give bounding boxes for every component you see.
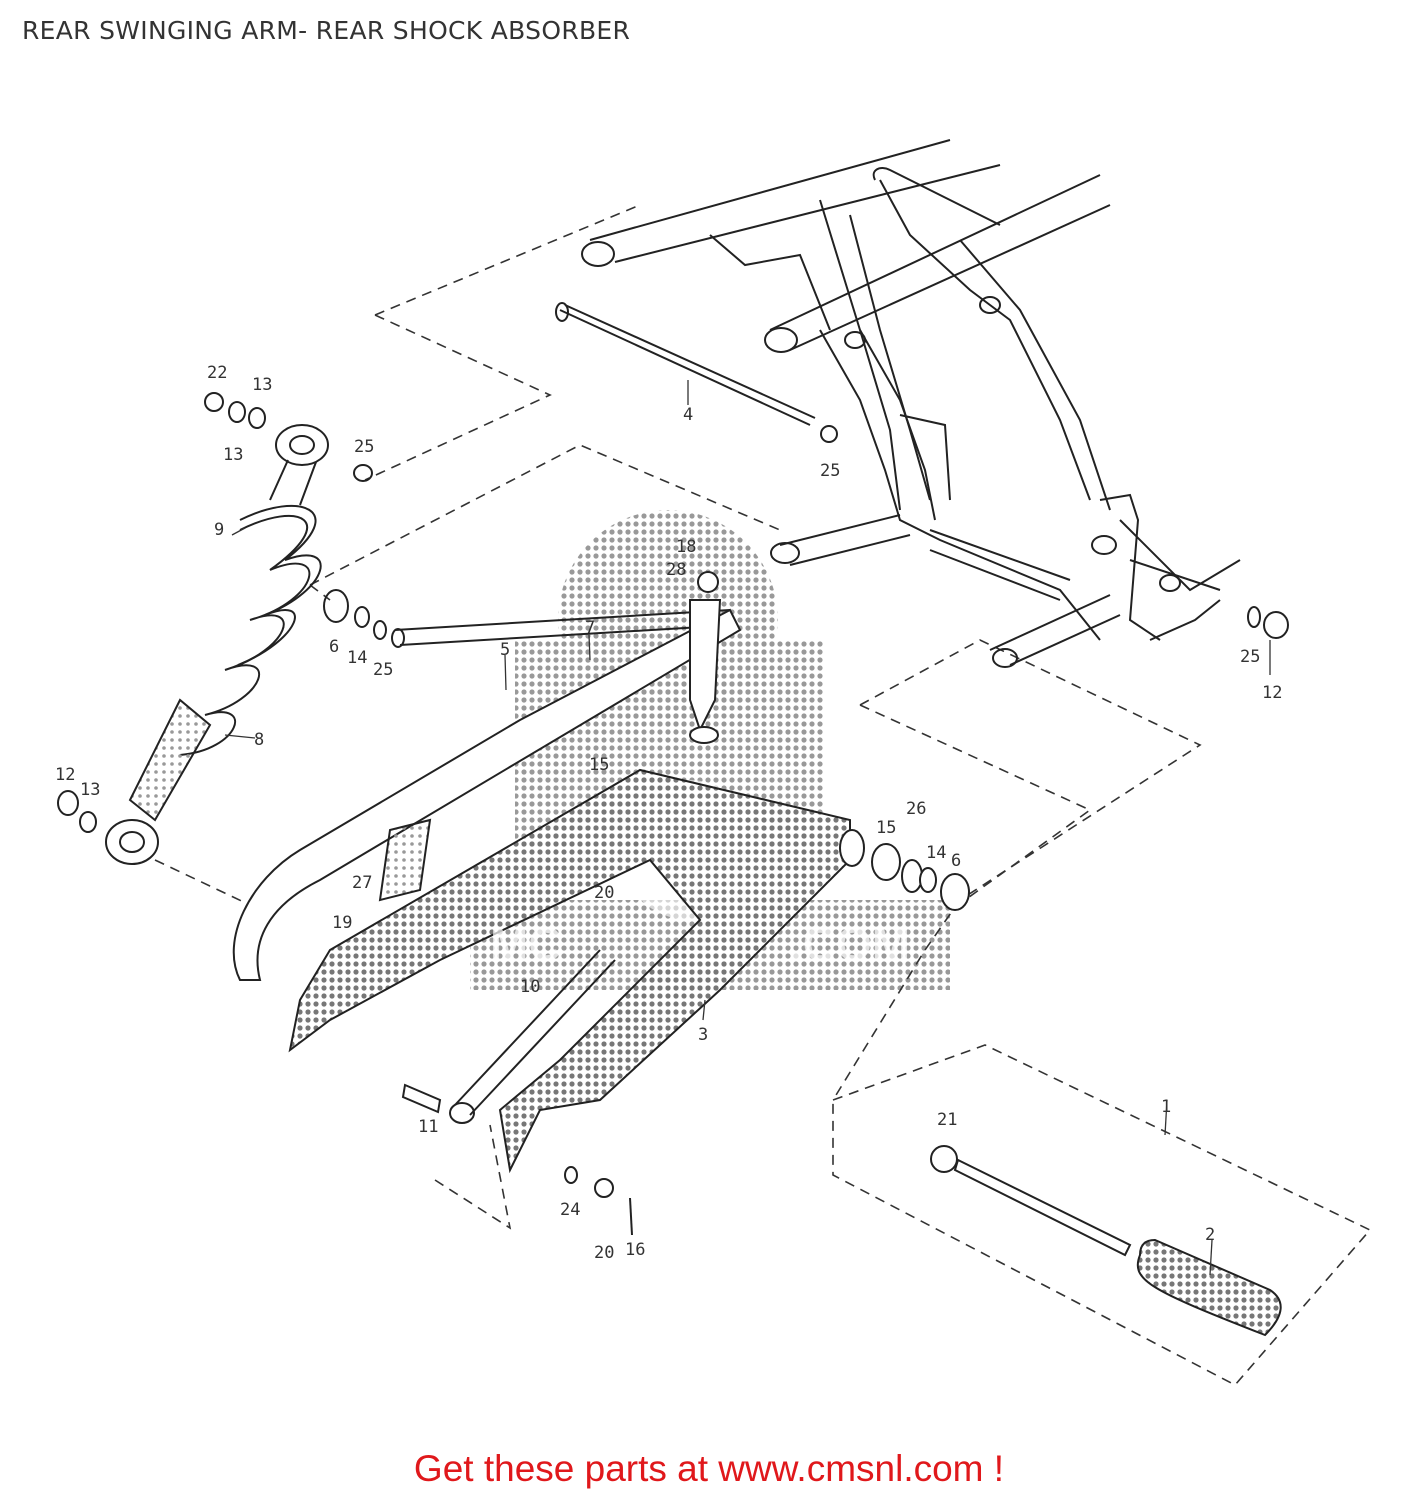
part-label-15b: 15 <box>876 818 896 838</box>
part-label-21: 21 <box>937 1110 957 1130</box>
part-label-6b: 6 <box>951 851 961 871</box>
part-label-13a: 13 <box>252 375 272 395</box>
part-label-11: 11 <box>418 1117 438 1137</box>
frame <box>581 139 1241 668</box>
part-label-13b: 13 <box>223 445 243 465</box>
svg-text:MC: MC <box>490 918 562 970</box>
part-label-27: 27 <box>352 873 372 893</box>
diagram-title: REAR SWINGING ARM- REAR SHOCK ABSORBER <box>22 16 631 45</box>
swing-arm-pivot-shaft <box>391 609 736 648</box>
part-label-5: 5 <box>500 640 510 660</box>
part-label-6a: 6 <box>329 637 339 657</box>
leader-lines <box>224 380 1271 1276</box>
part-label-25d: 25 <box>1240 647 1260 667</box>
part-label-9: 9 <box>214 520 224 540</box>
part-label-25c: 25 <box>820 461 840 481</box>
part-label-8: 8 <box>254 730 264 750</box>
part-label-12b: 12 <box>1262 683 1282 703</box>
part-label-16: 16 <box>625 1240 645 1260</box>
part-label-19: 19 <box>332 913 352 933</box>
assembly-outlines <box>154 204 1372 1387</box>
part-label-20b: 20 <box>594 1243 614 1263</box>
part-labels: 1 2 3 4 5 6 6 7 8 9 10 11 12 12 13 13 13… <box>55 363 1282 1263</box>
part-label-18: 18 <box>676 537 696 557</box>
part-label-12a: 12 <box>55 765 75 785</box>
svg-text:.COM: .COM <box>790 918 910 970</box>
cmsnl-link-banner[interactable]: Get these parts at www.cmsnl.com ! <box>413 1448 1005 1489</box>
part-label-15a: 15 <box>589 755 609 775</box>
part-label-25b: 25 <box>373 660 393 680</box>
part-label-26: 26 <box>906 799 926 819</box>
part-label-24: 24 <box>560 1200 580 1220</box>
part-label-4: 4 <box>683 405 693 425</box>
watermark-text: MC .COM <box>490 918 910 970</box>
part-label-1: 1 <box>1161 1097 1171 1117</box>
part-label-10: 10 <box>520 977 540 997</box>
part-label-28: 28 <box>666 560 686 580</box>
part-label-20a: 20 <box>594 883 614 903</box>
part-label-14a: 14 <box>347 648 367 668</box>
rear-shock-absorber <box>105 424 329 865</box>
part-label-7: 7 <box>585 618 595 638</box>
rear-swinging-arm <box>232 571 970 1174</box>
part-label-3: 3 <box>698 1025 708 1045</box>
foot-peg-assembly <box>930 1145 1282 1337</box>
part-label-13c: 13 <box>80 780 100 800</box>
part-label-25a: 25 <box>354 437 374 457</box>
chain-adjuster <box>401 949 633 1236</box>
part-label-22: 22 <box>207 363 227 383</box>
part-label-2: 2 <box>1205 1225 1215 1245</box>
part-label-14b: 14 <box>926 843 946 863</box>
pivot-bolt-upper <box>555 302 816 426</box>
shock-hardware <box>57 392 1289 833</box>
